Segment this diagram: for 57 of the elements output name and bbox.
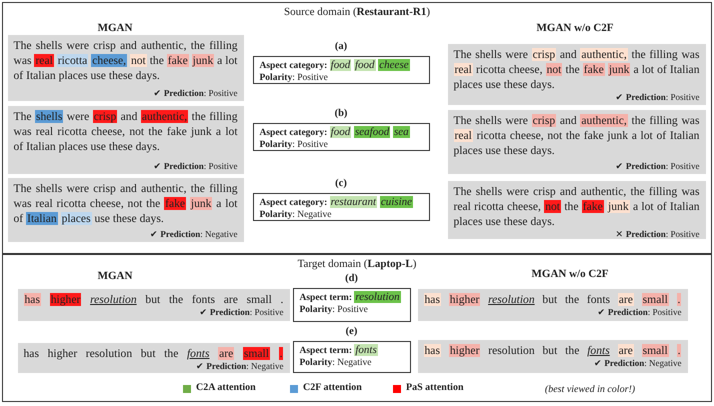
sentence: The shells were crisp and authentic, the filling was real ricotta cheese, not the fake junk a lot of Italian places use these days. (14, 38, 238, 82)
aspect-line: Aspect category: food food cheese (260, 58, 411, 72)
sentence: has higher resolution but the fonts are small . (24, 346, 284, 360)
legend-label: C2F attention (303, 382, 362, 393)
sentence: The shells were crisp and authentic, the filling was real ricotta cheese, not the fake junk a lot of Italian places use these days. (454, 112, 700, 158)
sentence-panel (8, 34, 244, 100)
section-title: Target domain (Laptop-L) (296, 258, 418, 270)
panel-letter: (c) (334, 178, 348, 190)
section-title: Source domain (Restaurant-R1) (282, 6, 432, 18)
sentence-panel (448, 44, 706, 104)
sentence: The shells were crisp and authentic, the filling was real ricotta cheese, not the fake junk a lot of Italian places use these days. (14, 108, 238, 154)
sentence-panel (418, 340, 688, 372)
prediction-text: ✔ Prediction: Negative (195, 360, 284, 370)
aspect-line: Aspect term: resolution (300, 290, 402, 304)
prediction-text: ✔ Prediction: Negative (149, 228, 238, 238)
note-text: (best viewed in color!) (544, 384, 636, 395)
column-heading: MGAN w/o C2F (530, 268, 610, 280)
section-frame (2, 254, 712, 402)
section-frame (2, 2, 712, 254)
sentence-panel (18, 288, 290, 320)
prediction-text: ✔ Prediction: Negative (593, 358, 682, 368)
sentence: has higher resolution but the fonts are small . (424, 342, 682, 358)
sentence-panel (8, 178, 244, 242)
prediction-text: ✔ Prediction: Positive (614, 160, 700, 170)
column-heading: MGAN (96, 22, 134, 34)
prediction-text: ✔ Prediction: Positive (152, 88, 238, 98)
sentence-panel (448, 110, 706, 174)
column-heading: MGAN w/o C2F (536, 22, 614, 34)
aspect-line: Aspect category: restaurant cuisine (260, 196, 414, 209)
prediction-text: ✕ Prediction: Positive (614, 228, 700, 238)
sentence: The shells were crisp and authentic, the filling was real ricotta cheese, not the fake junk a lot of Italian places use these days. (454, 184, 700, 228)
polarity-text: Polarity: Positive (260, 139, 329, 152)
polarity-text: Polarity: Positive (260, 72, 329, 84)
prediction-text: ✔ Prediction: Positive (614, 92, 700, 102)
sentence-panel (418, 288, 688, 320)
legend-label: PaS attention (406, 382, 464, 393)
aspect-line: Aspect term: fonts (300, 344, 379, 357)
sentence: The shells were crisp and authentic, the filling was real ricotta cheese, not the fake junk a lot of Italian places use these days. (14, 180, 238, 226)
polarity-text: Polarity: Positive (300, 304, 369, 316)
legend-label: C2A attention (196, 382, 256, 393)
prediction-text: ✔ Prediction: Positive (198, 306, 284, 316)
panel-letter: (e) (344, 326, 358, 338)
sentence-panel (18, 342, 290, 372)
polarity-text: Polarity: Negative (260, 209, 333, 222)
sentence-panel (8, 106, 244, 174)
prediction-text: ✔ Prediction: Positive (596, 306, 682, 316)
sentence: has higher resolution but the fonts are small . (424, 292, 682, 306)
aspect-line: Aspect category: food seafood sea (260, 126, 411, 139)
sentence: The shells were crisp and authentic, the filling was real ricotta cheese, not the fake junk a lot of Italian places use these days. (454, 46, 700, 92)
column-heading: MGAN (96, 270, 134, 282)
panel-letter: (a) (334, 40, 348, 53)
sentence-panel (448, 180, 706, 238)
polarity-text: Polarity: Negative (300, 357, 373, 370)
sentence: has higher resolution but the fonts are small . (24, 292, 284, 306)
panel-letter: (d) (344, 272, 359, 285)
panel-letter: (b) (334, 108, 348, 120)
prediction-text: ✔ Prediction: Positive (152, 160, 238, 170)
